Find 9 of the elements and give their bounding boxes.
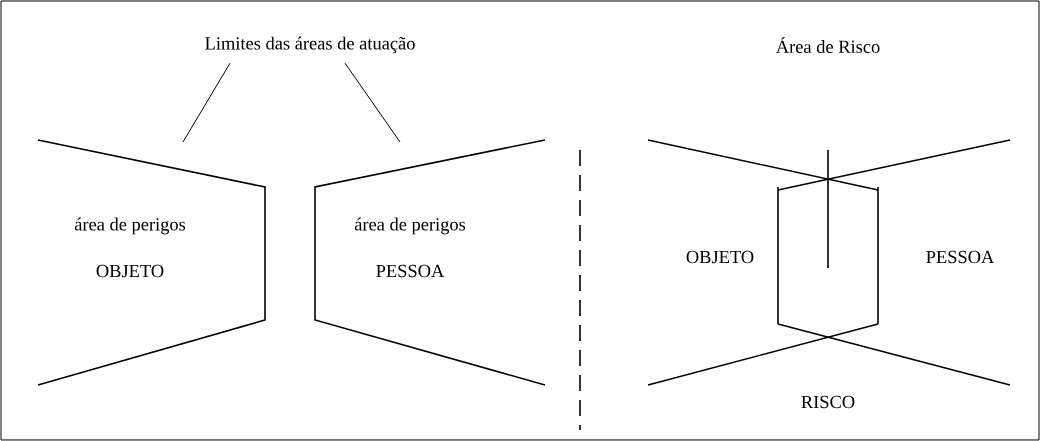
- hazard-area: área de perigos PESSOA: [314, 139, 546, 386]
- leader-line: [344, 62, 401, 143]
- hazard-area: área de perigos OBJETO: [37, 139, 266, 386]
- caption-text: Área de Risco: [776, 37, 880, 53]
- area-label: PESSOA: [926, 250, 995, 264]
- area-label: OBJETO: [686, 250, 754, 264]
- caption-text: Limites das áreas de atuação: [205, 36, 415, 54]
- area-label: RISCO: [801, 395, 855, 409]
- leader-line: [182, 62, 231, 143]
